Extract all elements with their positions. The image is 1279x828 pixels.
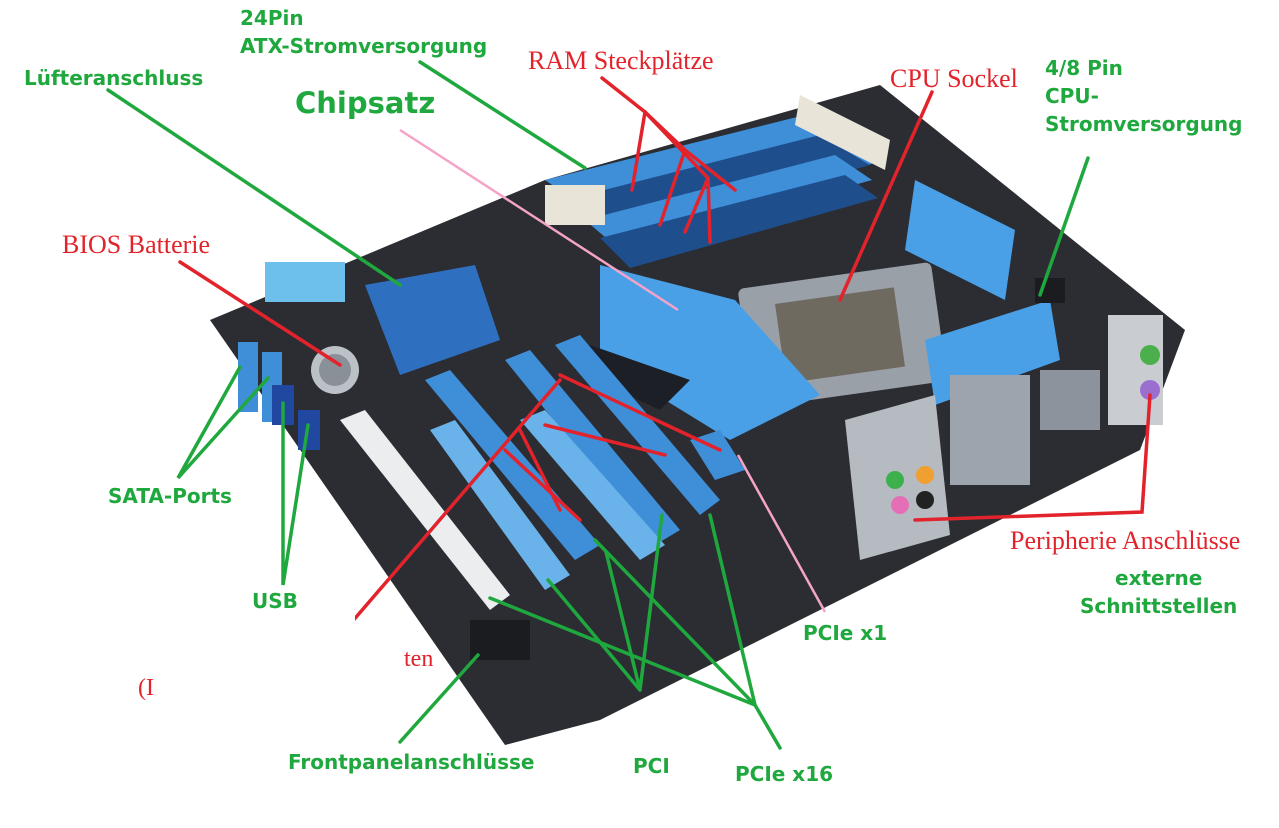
callout-line-expansion: [343, 378, 562, 632]
label-cpu-socket: CPU Sockel: [890, 64, 1018, 93]
pcie-x16-slot: [555, 335, 720, 515]
chipset-sticker: [575, 345, 690, 410]
bios-battery-inner: [319, 354, 351, 386]
callout-line-pcie-x1: [736, 454, 827, 613]
label-partial-fragment: ten: [404, 646, 434, 672]
rear-io-block: [1040, 370, 1100, 430]
label-external-interfaces-line2: Schnittstellen: [1080, 594, 1238, 618]
callout-line-ram: [683, 148, 737, 192]
label-atx-power: 24Pin ATX-Stromversorgung: [240, 4, 487, 60]
pci-slot: [340, 410, 510, 610]
audio-jack: [886, 471, 904, 489]
callout-line-bios: [178, 260, 342, 367]
cpu-power-connector: [1035, 278, 1065, 303]
label-atx-power-line2: ATX-Stromversorgung: [240, 34, 488, 58]
audio-jack: [891, 496, 909, 514]
callout-line-expansion: [558, 373, 722, 452]
rear-io-block: [950, 375, 1030, 485]
ram-slot: [600, 175, 878, 268]
label-fan-header: Lüfteranschluss: [24, 66, 204, 90]
callout-line-peripheral: [913, 393, 1152, 522]
rear-io-bracket: [1108, 315, 1163, 425]
label-external-interfaces: externe Schnittstellen: [1080, 564, 1237, 620]
pcie-x16-slot: [425, 370, 600, 560]
ram-slot-group: [545, 95, 890, 268]
callout-line-expansion: [518, 428, 562, 512]
label-pcie-x1: PCIe x1: [803, 621, 888, 645]
label-cpu-power-line1: 4/8 Pin: [1045, 56, 1123, 80]
chipset-heatsink: [600, 265, 820, 440]
label-partial-fragment: (I: [138, 675, 154, 701]
label-cpu-power-line3: Stromversorgung: [1045, 112, 1243, 136]
audio-jack: [916, 491, 934, 509]
erased-area: [125, 605, 355, 715]
callout-line-expansion: [503, 448, 582, 522]
label-usb: USB: [252, 589, 298, 613]
ps2-port: [1140, 380, 1160, 400]
label-cpu-power: 4/8 Pin CPU- Stromversorgung: [1045, 54, 1243, 138]
callout-line-chipset: [399, 128, 679, 312]
callout-line-front-panel: [398, 653, 480, 744]
label-peripheral-ports: Peripherie Anschlüsse: [1010, 526, 1241, 555]
ram-slot-clips: [795, 95, 890, 170]
callout-line-pcie-x16: [708, 513, 782, 750]
pci-slot: [520, 410, 665, 560]
callout-line-usb: [281, 401, 310, 586]
callout-line-fan-header: [106, 88, 402, 287]
callout-line-cpu: [838, 90, 934, 302]
callout-line-sata: [176, 365, 270, 480]
power-connector-24pin: [545, 185, 605, 225]
label-pci: PCI: [633, 754, 670, 778]
label-front-panel: Frontpanelanschlüsse: [288, 750, 535, 774]
audio-jack: [916, 466, 934, 484]
callout-line-cpu-power: [1038, 156, 1090, 297]
callout-line-expansion: [543, 423, 667, 457]
vrm-heatsink-right: [905, 180, 1015, 300]
pcie-x16-slot: [505, 350, 680, 545]
label-bios-battery: BIOS Batterie: [62, 230, 211, 259]
southbridge-cover: [365, 265, 500, 375]
expansion-slot-group: [340, 335, 745, 610]
sata-connector-top: [265, 262, 345, 302]
usb-header: [298, 410, 320, 450]
label-external-interfaces-line1: externe: [1115, 566, 1203, 590]
label-ram-slots: RAM Steckplätze: [528, 46, 714, 75]
label-sata-ports: SATA-Ports: [108, 484, 232, 508]
label-atx-power-line1: 24Pin: [240, 6, 304, 30]
callout-line-ram: [683, 176, 710, 234]
label-chipset: Chipsatz: [295, 86, 436, 120]
cpu-socket-pins: [775, 287, 906, 384]
label-cpu-power-line2: CPU-: [1045, 84, 1099, 108]
label-pcie-x16: PCIe x16: [735, 762, 834, 786]
pci-slot: [430, 420, 570, 590]
front-panel-header: [470, 620, 530, 660]
ps2-port: [1140, 345, 1160, 365]
callout-line-atx-power: [418, 60, 587, 170]
